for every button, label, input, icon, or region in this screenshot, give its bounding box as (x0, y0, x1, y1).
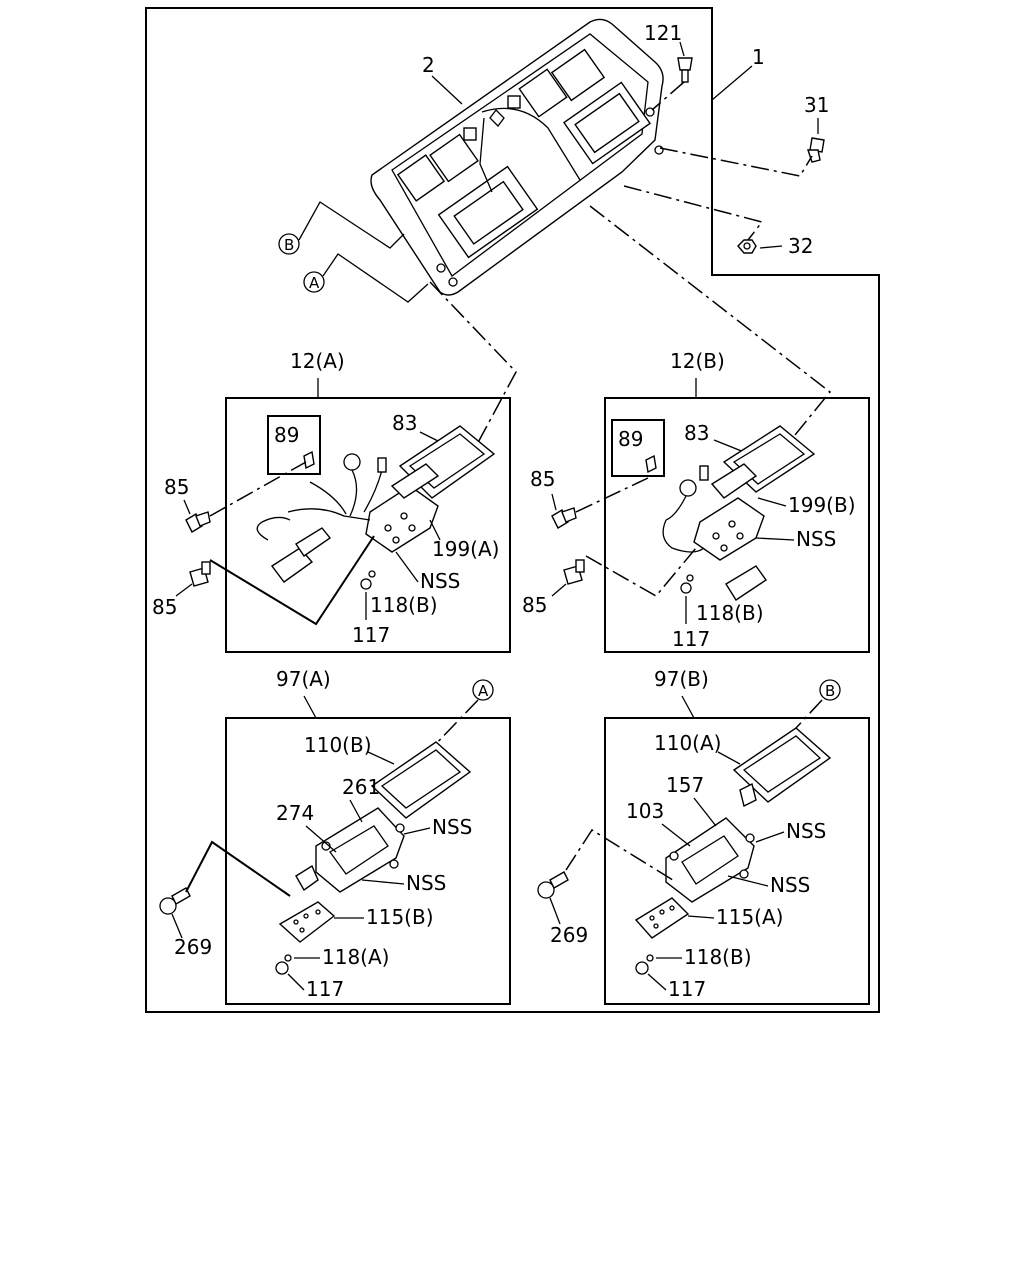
callout-85-a1: 85 (164, 475, 189, 499)
callout-85-a2: 85 (152, 595, 177, 619)
ref-marker-a-top: A (303, 271, 325, 293)
nss-97b-1: NSS (786, 819, 826, 843)
callout-199-a: 199(A) (432, 537, 499, 561)
callout-32: 32 (788, 234, 813, 258)
ref-marker-a-97: A (472, 679, 494, 701)
nss-97a-1: NSS (432, 815, 472, 839)
svg-text:A: A (309, 274, 320, 292)
callout-110a: 110(A) (654, 731, 721, 755)
callout-118a-a: 118(A) (322, 945, 389, 969)
assembly-frame (145, 7, 880, 1013)
screw-117c (275, 954, 292, 975)
callout-115a: 115(A) (716, 905, 783, 929)
sub-label-12b: 12(B) (670, 349, 725, 373)
callout-103: 103 (626, 799, 664, 823)
harness-a (256, 453, 387, 583)
sub-label-97b: 97(B) (654, 667, 709, 691)
callout-157: 157 (666, 773, 704, 797)
callout-110b: 110(B) (304, 733, 372, 757)
callout-117-b: 117 (672, 627, 710, 651)
callout-85-b2: 85 (522, 593, 547, 617)
callout-118b-b: 118(B) (696, 601, 764, 625)
bolt-269b (537, 871, 569, 899)
svg-text:B: B (825, 682, 835, 700)
screw-121 (677, 57, 693, 83)
callout-274: 274 (276, 801, 314, 825)
svg-text:B: B (284, 236, 294, 254)
ref-marker-b-top: B (278, 233, 300, 255)
callout-85-b1: 85 (530, 467, 555, 491)
callout-121: 121 (644, 21, 682, 45)
inset-89a (267, 415, 321, 475)
callout-2: 2 (422, 53, 435, 77)
callout-83-b: 83 (684, 421, 709, 445)
nss-b: NSS (796, 527, 836, 551)
lens-110a (732, 727, 832, 808)
callout-199-b: 199(B) (788, 493, 856, 517)
callout-269-a: 269 (174, 935, 212, 959)
box-12b (604, 397, 870, 653)
nss-97b-2: NSS (770, 873, 810, 897)
screw-117a (360, 570, 376, 590)
svg-text:A: A (478, 682, 489, 700)
sub-label-12a: 12(A) (290, 349, 345, 373)
bolt-31 (807, 137, 825, 163)
harness-b (662, 465, 767, 601)
inset-89b (611, 419, 665, 477)
nut-32 (737, 239, 757, 254)
callout-89-a: 89 (274, 423, 299, 447)
meter-body-97b (665, 817, 755, 903)
cover-115a (634, 897, 690, 939)
callout-117-d: 117 (668, 977, 706, 1001)
screw-117b (680, 574, 694, 594)
bolt-269a (159, 887, 191, 915)
ref-marker-b-97: B (819, 679, 841, 701)
callout-261: 261 (342, 775, 380, 799)
callout-89-b: 89 (618, 427, 643, 451)
box-12a (225, 397, 511, 653)
lens-110b (370, 741, 472, 819)
callout-118b-c: 118(B) (684, 945, 752, 969)
callout-117-c: 117 (306, 977, 344, 1001)
screw-117d (635, 954, 654, 975)
callout-118b-a: 118(B) (370, 593, 438, 617)
bracket-199a (365, 463, 440, 553)
box-97b (604, 717, 870, 1005)
callout-269-b: 269 (550, 923, 588, 947)
nss-97a-2: NSS (406, 871, 446, 895)
box-97a (225, 717, 511, 1005)
nss-a: NSS (420, 569, 460, 593)
callout-117-a: 117 (352, 623, 390, 647)
callout-1: 1 (752, 45, 765, 69)
bolt-85-a1 (185, 511, 211, 533)
sub-label-97a: 97(A) (276, 667, 331, 691)
callout-31: 31 (804, 93, 829, 117)
cover-115b (278, 901, 336, 943)
callout-115b: 115(B) (366, 905, 434, 929)
bolt-85-b2 (563, 559, 585, 585)
callout-83-a: 83 (392, 411, 417, 435)
bracket-199b (693, 463, 765, 561)
bolt-85-a2 (189, 561, 211, 587)
bolt-85-b1 (551, 507, 577, 529)
instrument-panel-housing (370, 18, 664, 296)
